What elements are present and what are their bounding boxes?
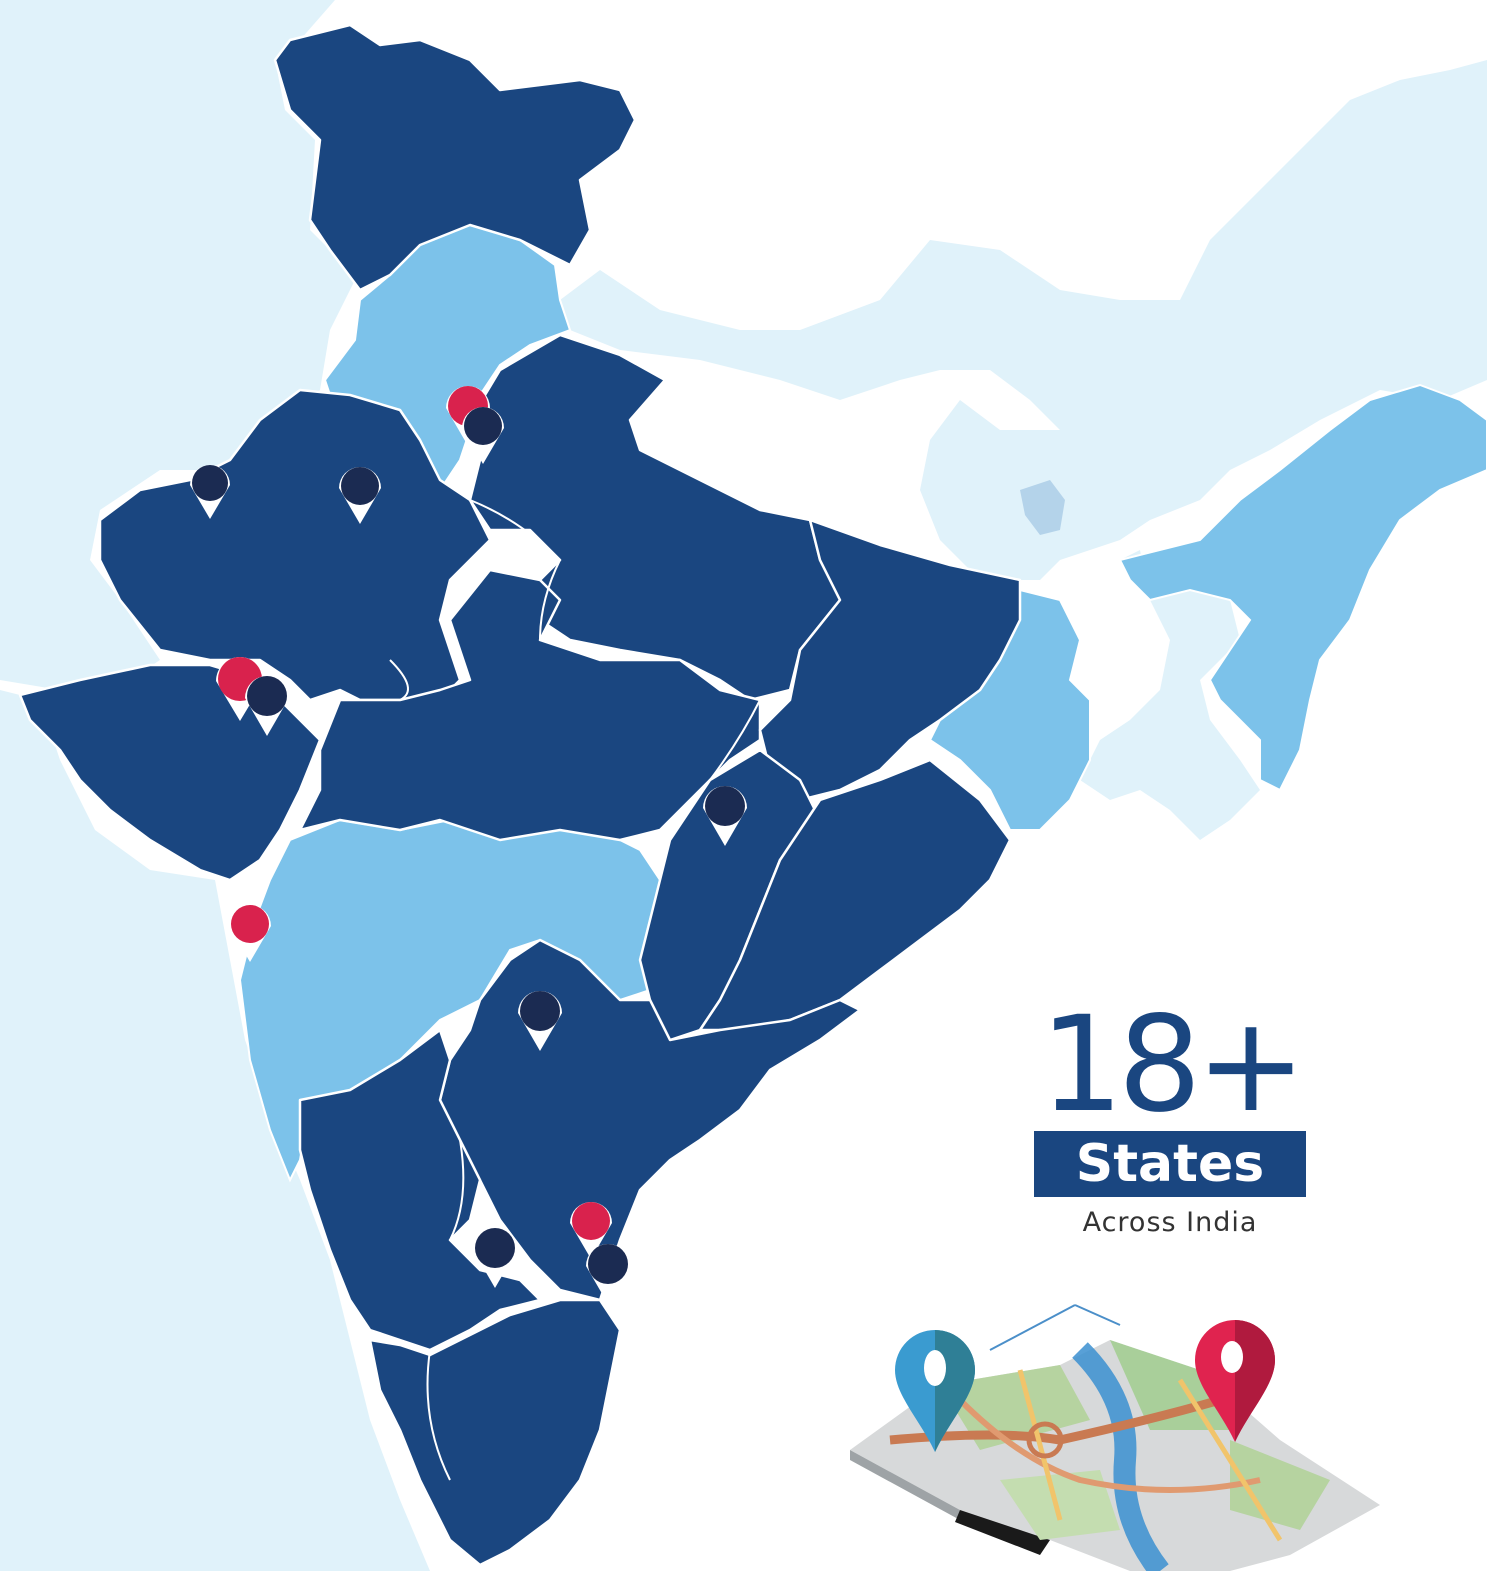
covered-states: [18, 23, 1022, 1567]
map-pin-icon: [462, 407, 504, 464]
map-pin-icon: [570, 1202, 612, 1259]
map-pin-icon: [473, 1228, 517, 1288]
region-karnataka: [298, 1028, 542, 1352]
region-rajasthan: [98, 388, 492, 712]
state-borders: [389, 499, 761, 1481]
states-label: States: [1034, 1131, 1306, 1197]
map-pin-icon: [229, 905, 271, 962]
region-gujarat: [18, 663, 322, 882]
region-northeast: [1118, 383, 1487, 792]
region-tamil-nadu-kerala: [368, 1298, 622, 1567]
states-count: 18+: [1039, 988, 1307, 1142]
region-odisha: [698, 758, 1012, 1032]
map-pin-icon: [586, 1244, 630, 1304]
location-pins: [190, 386, 747, 1304]
states-stat: 18+ States Across India: [1020, 995, 1320, 1238]
map-pin-icon: [245, 676, 289, 736]
map-pin-icon: [518, 991, 562, 1051]
region-north-hill-states: [323, 223, 572, 492]
map-pin-icon: [703, 786, 747, 846]
region-madhya-pradesh: [298, 568, 762, 842]
folded-map-icon: [850, 1304, 1380, 1571]
map-pin-icon: [190, 465, 230, 519]
states-sublabel: Across India: [1082, 1207, 1258, 1238]
region-bihar-jharkhand: [758, 518, 1022, 802]
region-jammu-kashmir: [273, 23, 637, 292]
map-pin-icon: [339, 467, 381, 524]
